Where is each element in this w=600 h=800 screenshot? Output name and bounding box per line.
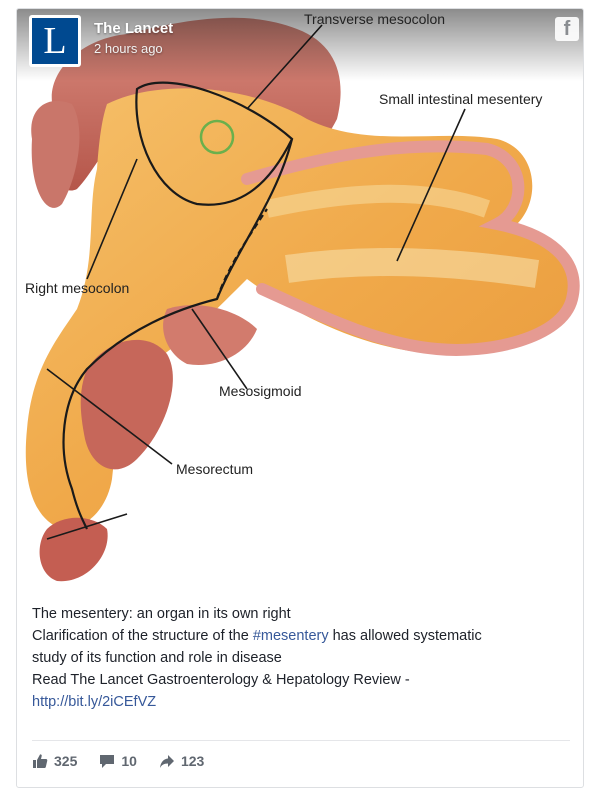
thumbs-up-icon	[33, 754, 48, 768]
caption-text: has allowed systematic	[328, 628, 482, 644]
engagement-stats: 325 10 123	[32, 751, 226, 771]
caption-line-1: The mesentery: an organ in its own right	[32, 606, 291, 622]
page-name[interactable]: The Lancet	[94, 20, 174, 37]
label-mesosigmoid: Mesosigmoid	[219, 383, 302, 399]
label-small-intestinal-mesentery: Small intestinal mesentery	[379, 91, 543, 107]
like-count-value: 325	[54, 753, 78, 769]
label-transverse-mesocolon: Transverse mesocolon	[304, 11, 446, 27]
share-count[interactable]: 123	[159, 753, 204, 769]
caption-line-2: Clarification of the structure of the #m…	[32, 625, 572, 647]
logo-letter: L	[32, 18, 78, 64]
caption-line-3: study of its function and role in diseas…	[32, 650, 282, 666]
facebook-post-card: L The Lancet 2 hours ago f Transverse me…	[16, 8, 584, 788]
lancet-logo-icon[interactable]: L	[29, 15, 81, 67]
header-overlay	[17, 9, 583, 81]
post-timestamp[interactable]: 2 hours ago	[94, 41, 163, 56]
mesentery-illustration	[25, 17, 580, 582]
article-link[interactable]: http://bit.ly/2iCEfVZ	[32, 694, 157, 710]
facebook-icon[interactable]: f	[555, 17, 579, 41]
comment-icon	[100, 755, 115, 768]
post-caption: The mesentery: an organ in its own right…	[32, 603, 572, 713]
label-right-mesocolon: Right mesocolon	[25, 280, 130, 296]
divider	[32, 740, 570, 741]
like-count[interactable]: 325	[32, 753, 77, 769]
hashtag-link[interactable]: #mesentery	[252, 628, 329, 644]
label-mesorectum: Mesorectum	[176, 461, 254, 477]
share-arrow-icon	[159, 755, 174, 768]
comment-count-value: 10	[121, 753, 137, 769]
comment-count[interactable]: 10	[99, 753, 137, 769]
caption-text: Clarification of the structure of the	[32, 628, 253, 644]
share-count-value: 123	[180, 753, 205, 769]
caption-line-4: Read The Lancet Gastroenterology & Hepat…	[32, 672, 410, 688]
post-image[interactable]: L The Lancet 2 hours ago f Transverse me…	[17, 9, 583, 594]
